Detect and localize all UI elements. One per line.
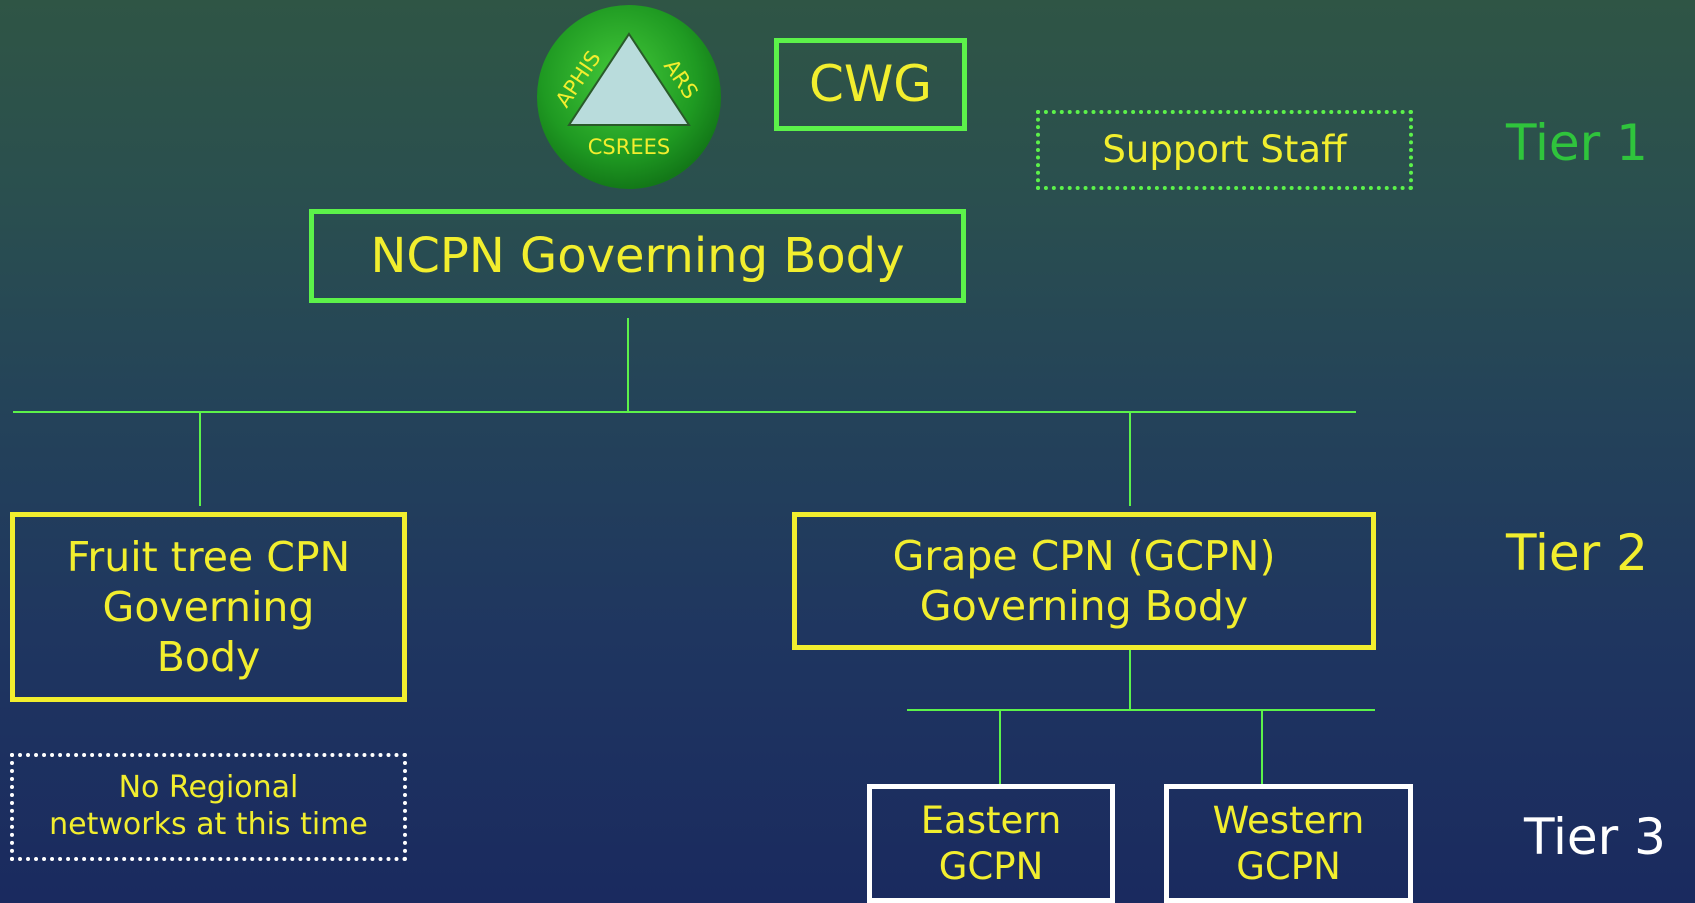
no-regional-networks-box: No Regional networks at this time xyxy=(10,753,407,861)
logo-triangle xyxy=(567,32,691,126)
fruit-tree-cpn-box: Fruit tree CPN Governing Body xyxy=(10,512,407,702)
agency-logo: APHIS ARS CSREES xyxy=(536,4,722,190)
no-regional-line-1: No Regional xyxy=(118,770,299,806)
tier-1-label: Tier 1 xyxy=(1506,114,1648,172)
ncpn-governing-body-box: NCPN Governing Body xyxy=(309,209,966,303)
fruit-tree-line-1: Fruit tree CPN xyxy=(66,532,351,581)
fruit-tree-line-2: Governing xyxy=(102,582,315,631)
western-gcpn-box: Western GCPN xyxy=(1164,784,1413,903)
grape-cpn-box: Grape CPN (GCPN) Governing Body xyxy=(792,512,1376,650)
support-staff-label: Support Staff xyxy=(1102,128,1347,172)
tier-2-label: Tier 2 xyxy=(1506,524,1648,582)
logo-bottom-text: CSREES xyxy=(588,135,670,159)
grape-cpn-line-1: Grape CPN (GCPN) xyxy=(892,531,1276,580)
tier-3-label: Tier 3 xyxy=(1524,808,1666,866)
western-gcpn-line-2: GCPN xyxy=(1236,844,1341,888)
ncpn-governing-body-label: NCPN Governing Body xyxy=(370,227,905,284)
no-regional-line-2: networks at this time xyxy=(49,807,368,842)
eastern-gcpn-line-1: Eastern xyxy=(920,799,1062,843)
fruit-tree-line-3: Body xyxy=(156,633,261,681)
support-staff-box: Support Staff xyxy=(1036,110,1413,190)
eastern-gcpn-box: Eastern GCPN xyxy=(867,784,1115,903)
grape-cpn-line-2: Governing Body xyxy=(919,582,1249,630)
eastern-gcpn-line-2: GCPN xyxy=(938,844,1044,888)
cwg-box: CWG xyxy=(774,38,967,131)
cwg-label: CWG xyxy=(808,55,933,113)
western-gcpn-line-1: Western xyxy=(1212,799,1365,843)
